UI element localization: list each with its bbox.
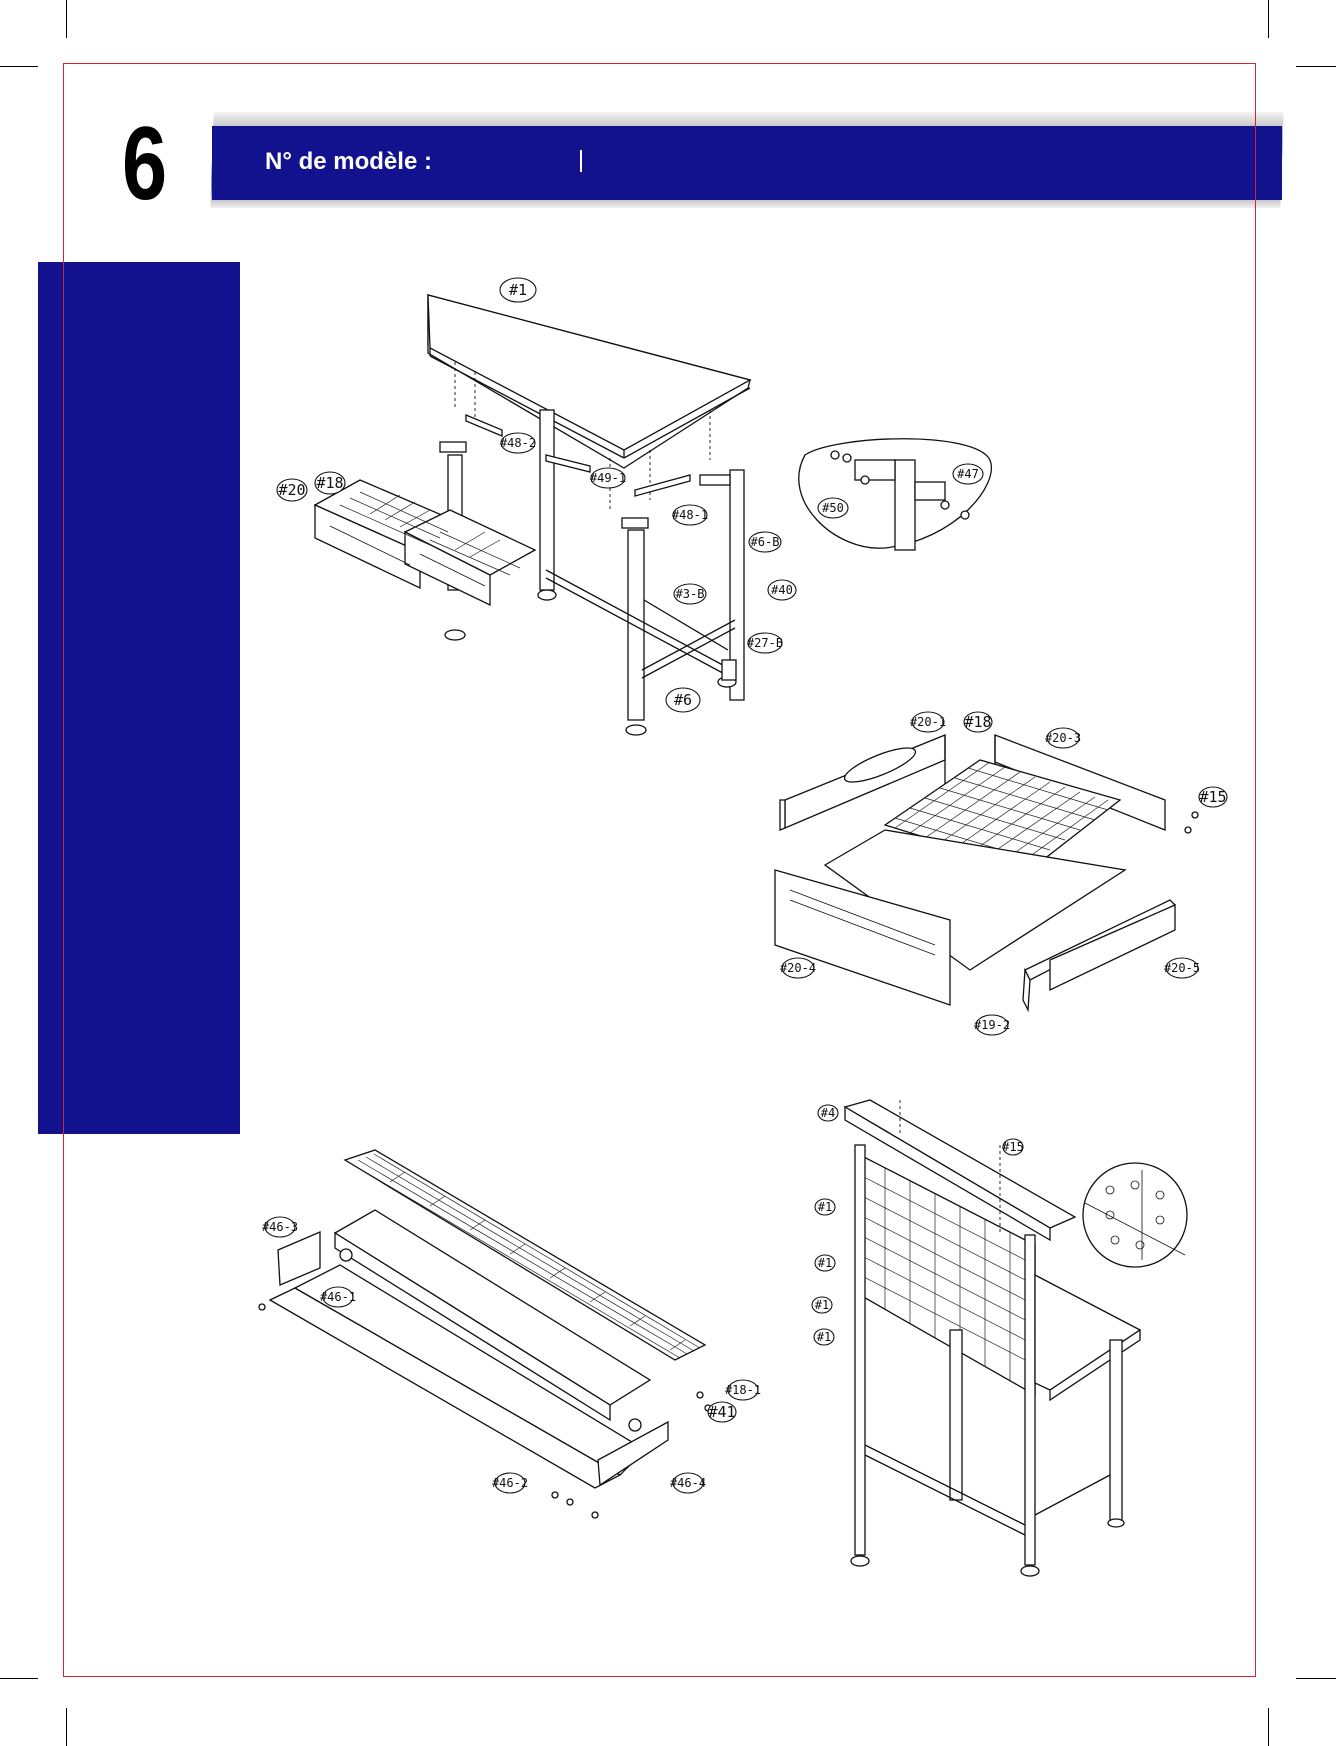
callout-part-46-1-label: #46-1 (320, 1290, 356, 1304)
callout-part-4-label: #4 (821, 1106, 835, 1120)
callout-part-20-1: #20-1 (910, 712, 946, 732)
crop-mark-top-right-v (1268, 0, 1269, 38)
callout-part-50-label: #50 (822, 501, 844, 515)
callout-part-20: #20 (277, 479, 307, 501)
callout-part-48-1: #48-1 (672, 505, 708, 525)
callout-part-1-b-label: #1 (818, 1256, 832, 1270)
callout-part-41: #41 (708, 1402, 736, 1422)
callout-part-48-1-label: #48-1 (672, 508, 708, 522)
callout-part-18-1-label: #18-1 (725, 1383, 761, 1397)
callout-part-47-label: #47 (957, 467, 979, 481)
callout-part-27-b: #27-B (747, 633, 783, 653)
callout-part-18-drawer-label: #18 (964, 713, 991, 731)
model-separator (580, 150, 582, 172)
callout-part-15-label: #15 (1199, 788, 1226, 806)
crop-mark-bottom-left-v (66, 1708, 67, 1746)
callout-part-40: #40 (768, 580, 796, 600)
workbench-exploded-diagram: #1 #48-2 #49-1 #48-1 #20 #18 #6-B #3-B #… (270, 270, 810, 740)
callout-part-20-4: #20-4 (780, 958, 816, 978)
crop-mark-bottom-left-h (0, 1678, 38, 1679)
crop-mark-top-left-h (0, 66, 38, 67)
callout-part-15-pegboard: #15 (1002, 1139, 1024, 1155)
callout-part-19-2: #19-2 (974, 1015, 1010, 1035)
crop-mark-bottom-right-v (1268, 1708, 1269, 1746)
callout-part-1-c: #1 (812, 1297, 832, 1313)
callout-part-20-5-label: #20-5 (1164, 961, 1200, 975)
callout-part-46-2-label: #46-2 (492, 1476, 528, 1490)
callout-part-19-2-label: #19-2 (974, 1018, 1010, 1032)
callout-part-41-label: #41 (708, 1403, 735, 1421)
callout-part-3-b-label: #3-B (676, 587, 705, 601)
callout-part-6-label: #6 (674, 691, 692, 709)
callout-part-20-4-label: #20-4 (780, 961, 816, 975)
callout-part-48-2: #48-2 (500, 433, 536, 453)
callout-part-46-4-label: #46-4 (670, 1476, 706, 1490)
callout-part-27-b-label: #27-B (747, 636, 783, 650)
callout-part-6: #6 (666, 688, 700, 712)
model-number-label: N° de modèle : (265, 148, 432, 176)
callout-part-4: #4 (818, 1105, 838, 1121)
callout-part-20-3-label: #20-3 (1045, 731, 1081, 745)
callout-part-49-1-label: #49-1 (590, 471, 626, 485)
callout-part-20-3: #20-3 (1045, 728, 1081, 748)
callout-part-20-label: #20 (278, 481, 305, 499)
bracket-detail-diagram: #47 #50 (775, 430, 1015, 550)
callout-part-15-pegboard-label: #15 (1002, 1140, 1024, 1154)
callout-part-50: #50 (818, 498, 848, 518)
callout-part-1-d: #1 (814, 1329, 834, 1345)
callout-part-1-a-label: #1 (818, 1200, 832, 1214)
callout-part-46-4: #46-4 (670, 1473, 706, 1493)
page-number: 6 (122, 112, 166, 216)
shelf-exploded-diagram: #46-3 #46-1 #18-1 #41 #46-2 #46-4 (250, 1140, 770, 1570)
callout-part-3-b: #3-B (674, 584, 706, 604)
pegboard-bench-diagram: #4 #15 #1 #1 #1 #1 (810, 1095, 1210, 1575)
callout-part-1: #1 (500, 278, 536, 302)
callout-part-1-c-label: #1 (815, 1298, 829, 1312)
drawer-exploded-diagram: #20-1 #18 #20-3 #15 #20-4 #19-2 #20-5 (770, 700, 1230, 1040)
callout-part-15: #15 (1199, 787, 1227, 807)
callout-part-46-2: #46-2 (492, 1473, 528, 1493)
callout-part-20-1-label: #20-1 (910, 715, 946, 729)
crop-mark-bottom-right-h (1296, 1678, 1336, 1679)
callout-part-1-label: #1 (509, 281, 527, 299)
callout-part-20-5: #20-5 (1164, 958, 1200, 978)
callout-part-18: #18 (315, 472, 345, 494)
side-tab (38, 262, 240, 1134)
callout-part-40-label: #40 (771, 583, 793, 597)
crop-mark-top-right-h (1296, 66, 1336, 67)
callout-part-18-label: #18 (316, 474, 343, 492)
callout-part-18-drawer: #18 (964, 712, 992, 732)
callout-part-1-a: #1 (815, 1199, 835, 1215)
callout-part-49-1: #49-1 (590, 468, 626, 488)
callout-part-1-d-label: #1 (817, 1330, 831, 1344)
callout-part-46-3: #46-3 (262, 1217, 298, 1237)
crop-mark-top-left-v (66, 0, 67, 38)
callout-part-48-2-label: #48-2 (500, 436, 536, 450)
callout-part-47: #47 (953, 464, 983, 484)
callout-part-1-b: #1 (815, 1255, 835, 1271)
callout-part-46-3-label: #46-3 (262, 1220, 298, 1234)
callout-part-18-1: #18-1 (725, 1380, 761, 1400)
